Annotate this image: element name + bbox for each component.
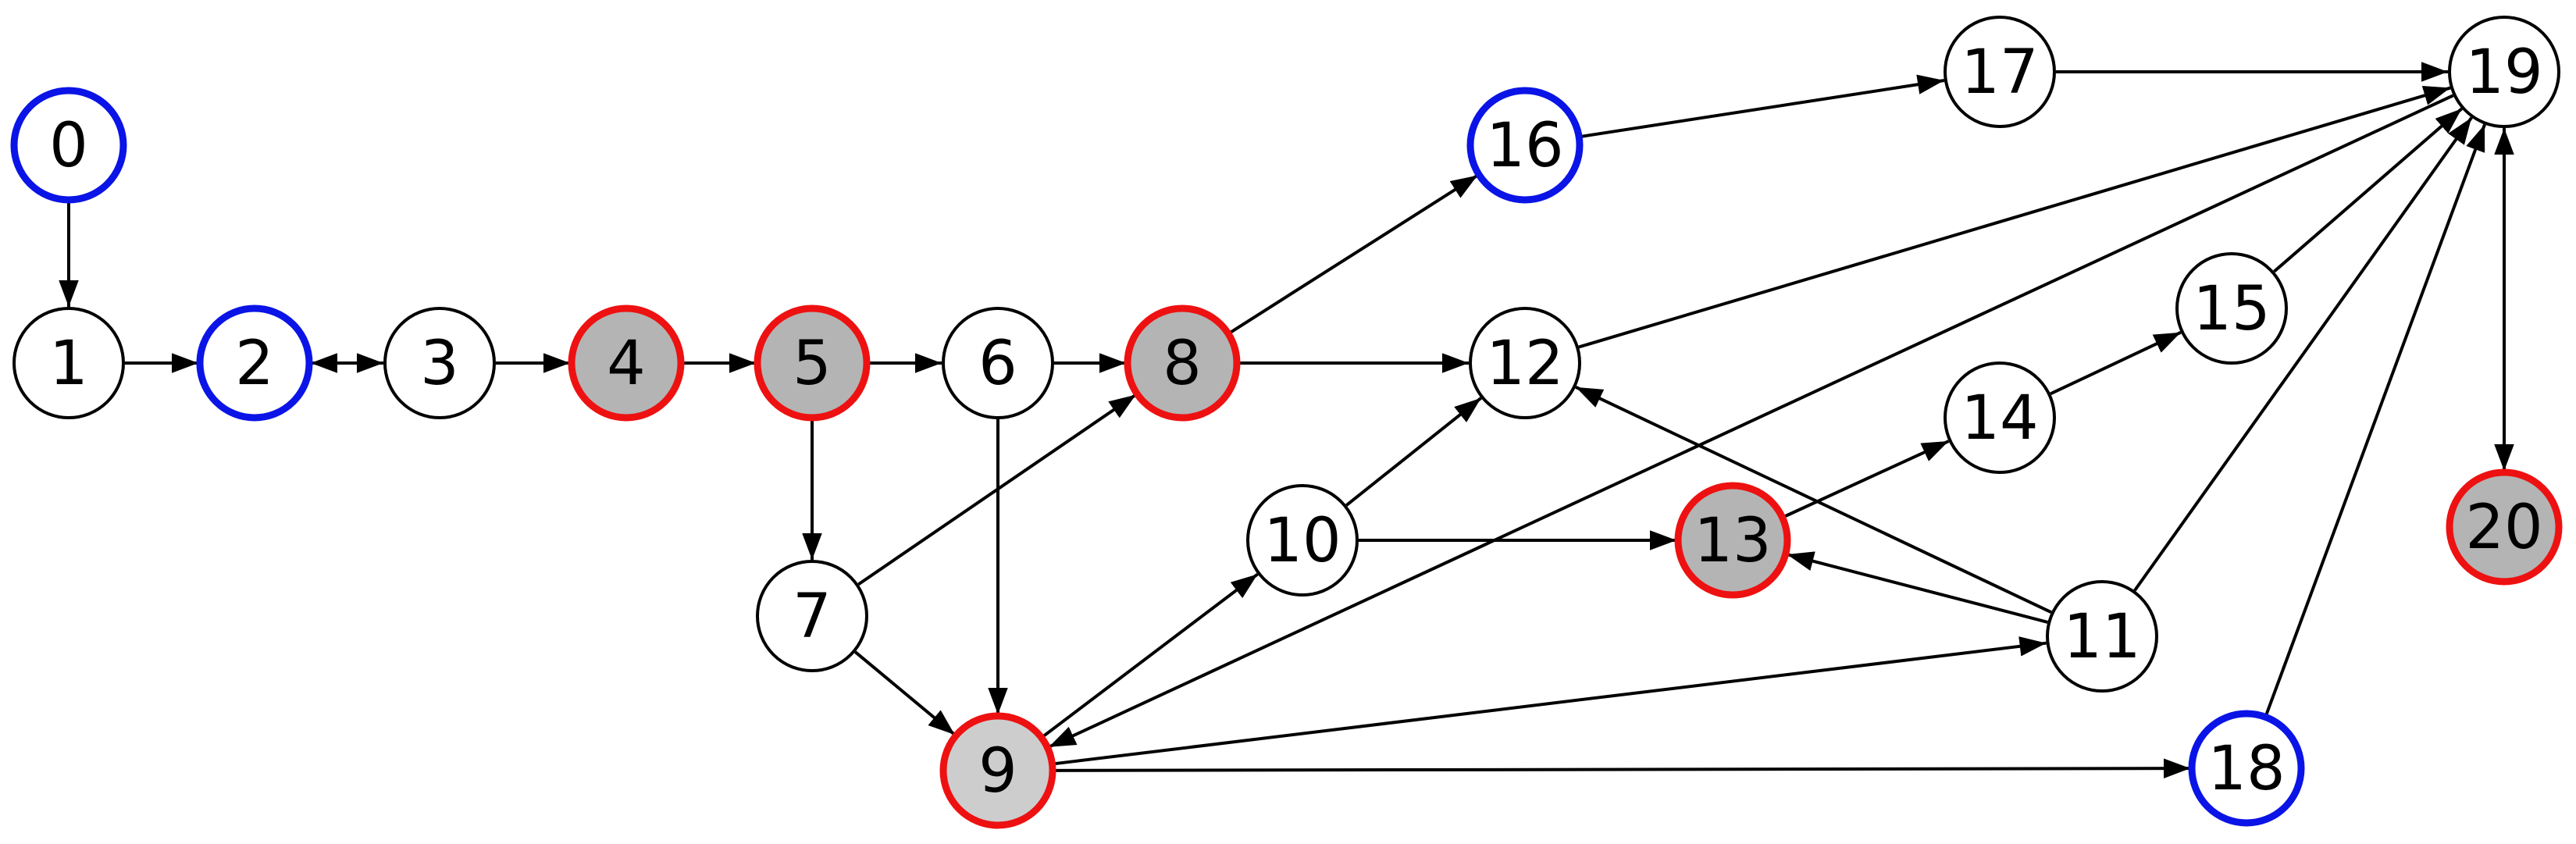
node-14-label: 14 <box>1961 383 2038 454</box>
edge-11-12-arrow <box>1575 386 2052 614</box>
node-15: 15 <box>2175 252 2288 365</box>
node-4-circle <box>568 304 685 422</box>
node-4-label: 4 <box>607 329 646 399</box>
node-18-circle <box>2188 710 2305 827</box>
node-13-label: 13 <box>1694 506 1771 576</box>
edge-15-19-arrow <box>2273 107 2463 273</box>
node-9-circle <box>939 712 1056 829</box>
node-5: 5 <box>754 304 871 422</box>
node-17: 17 <box>1944 16 2056 128</box>
node-10-circle <box>1246 484 1359 596</box>
edge-16-17-arrow <box>1580 74 1945 138</box>
node-12-label: 12 <box>1486 329 1563 399</box>
node-11-label: 11 <box>2063 602 2140 672</box>
edge-13-14-arrow <box>1783 440 1950 518</box>
node-11: 11 <box>2046 580 2158 693</box>
node-17-circle <box>1944 16 2056 128</box>
node-8-circle <box>1124 304 1241 422</box>
node-1-label: 1 <box>49 329 88 399</box>
node-11-circle <box>2046 580 2158 693</box>
node-19-circle <box>2448 16 2560 128</box>
node-12-circle <box>1469 307 1581 419</box>
edge-12-19-arrow <box>1578 86 2451 349</box>
node-9-label: 9 <box>978 736 1017 807</box>
node-13-circle <box>1674 482 1791 599</box>
edge-7-9-arrow <box>854 650 956 736</box>
node-14: 14 <box>1944 361 2056 474</box>
edge-11-19-arrow <box>2133 116 2473 592</box>
node-18: 18 <box>2188 710 2305 827</box>
node-13: 13 <box>1674 482 1791 599</box>
edge-18-19-arrow <box>2264 123 2486 717</box>
edge-14-15-arrow <box>2050 330 2182 396</box>
node-5-circle <box>754 304 871 422</box>
node-6-circle <box>942 307 1054 419</box>
edge-8-16-arrow <box>1228 173 1479 335</box>
node-8: 8 <box>1124 304 1241 422</box>
node-12: 12 <box>1469 307 1581 419</box>
node-20-label: 20 <box>2465 493 2542 563</box>
node-19: 19 <box>2448 16 2560 128</box>
edge-9-11-arrow <box>1053 636 2047 766</box>
node-16-circle <box>1466 87 1584 204</box>
node-19-label: 19 <box>2465 37 2542 108</box>
edge-7-8-arrow <box>857 393 1137 586</box>
node-16: 16 <box>1466 87 1584 204</box>
edges-layer <box>59 62 2514 778</box>
node-6: 6 <box>942 307 1054 419</box>
node-9: 9 <box>939 712 1056 829</box>
node-3-label: 3 <box>420 329 459 399</box>
edge-11-13-arrow <box>1787 551 2048 624</box>
node-16-label: 16 <box>1486 111 1563 181</box>
node-10-label: 10 <box>1263 506 1341 576</box>
node-1-circle <box>12 307 125 419</box>
node-14-circle <box>1944 361 2056 474</box>
node-7-circle <box>756 560 868 672</box>
node-15-label: 15 <box>2193 274 2270 344</box>
node-2-circle <box>196 304 313 422</box>
node-20-circle <box>2446 468 2563 586</box>
node-20: 20 <box>2446 468 2563 586</box>
node-15-circle <box>2175 252 2288 365</box>
node-7-label: 7 <box>793 582 832 652</box>
node-0-circle <box>10 87 127 204</box>
node-5-label: 5 <box>793 329 832 399</box>
node-2-label: 2 <box>235 329 274 399</box>
node-8-label: 8 <box>1163 329 1202 399</box>
node-0-label: 0 <box>49 111 88 181</box>
node-4: 4 <box>568 304 685 422</box>
node-17-label: 17 <box>1961 37 2038 108</box>
node-1: 1 <box>12 307 125 419</box>
node-3: 3 <box>383 307 496 419</box>
edge-10-12-arrow <box>1345 397 1482 507</box>
edge-9-18-arrow <box>1053 758 2191 778</box>
node-10: 10 <box>1246 484 1359 596</box>
node-0: 0 <box>10 87 127 204</box>
edge-19-9-arrow <box>1048 94 2454 749</box>
node-7: 7 <box>756 560 868 672</box>
node-2: 2 <box>196 304 313 422</box>
node-6-label: 6 <box>978 329 1017 399</box>
node-18-label: 18 <box>2207 734 2285 804</box>
node-3-circle <box>383 307 496 419</box>
edge-9-10-arrow <box>1042 572 1259 739</box>
